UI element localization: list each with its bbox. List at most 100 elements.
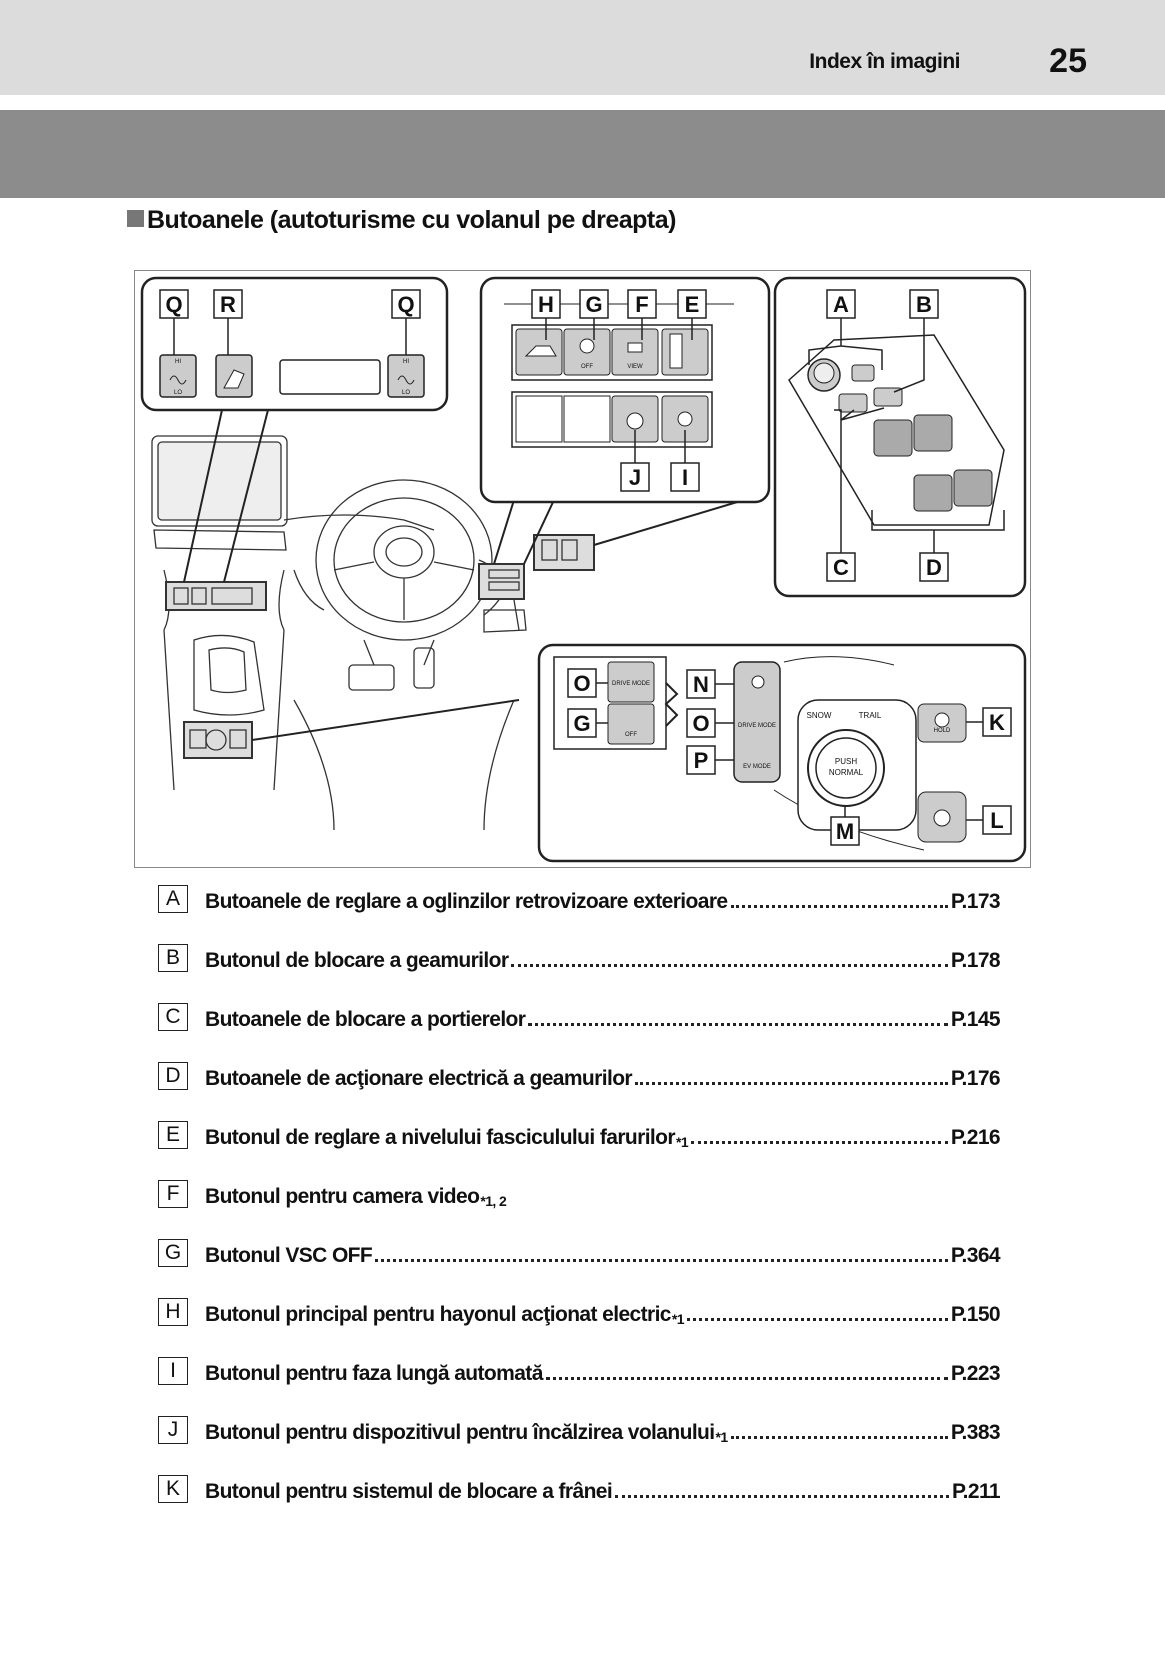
callout-g-console: G	[573, 711, 590, 736]
page-reference[interactable]: P.178	[950, 949, 1001, 972]
switch-label-vsc-off: OFF	[581, 364, 593, 370]
footnote-marker: *1	[715, 1429, 729, 1445]
section-title-text: Butoanele (autoturisme cu volanul pe dre…	[147, 206, 676, 234]
switch-label-view: VIEW	[627, 364, 643, 370]
callout-h: H	[538, 292, 554, 317]
page-reference[interactable]: P.211	[951, 1480, 1001, 1503]
item-letter: H	[158, 1298, 188, 1326]
page-reference[interactable]: P.383	[950, 1421, 1001, 1444]
item-label: Butonul pentru camera video	[205, 1185, 480, 1208]
switch-label-hold: HOLD	[934, 728, 951, 734]
page-reference[interactable]: P.150	[950, 1303, 1001, 1326]
header-title: Index în imagini	[809, 50, 960, 73]
item-label: Butonul principal pentru hayonul acţiona…	[205, 1303, 671, 1326]
page-reference[interactable]: P.364	[950, 1244, 1001, 1267]
dial-label-snow: SNOW	[807, 711, 832, 720]
switch-label-hi-left: HI	[175, 359, 181, 365]
list-item: H Butonul principal pentru hayonul acţio…	[158, 1297, 1001, 1327]
switch-label-vsc-off-console: OFF	[625, 732, 637, 738]
switch-label-lo-left: LO	[174, 390, 182, 396]
callout-q-left: Q	[165, 292, 182, 317]
callout-c: C	[833, 555, 849, 580]
callout-b: B	[916, 292, 932, 317]
dial-label-trail: TRAIL	[859, 711, 882, 720]
callout-j: J	[629, 465, 641, 490]
item-letter: F	[158, 1180, 188, 1208]
switch-label-drive-mode-right: DRIVE MODE	[738, 723, 776, 729]
footnote-marker: *1, 2	[480, 1193, 507, 1209]
dot-leader	[545, 1377, 948, 1380]
item-letter: A	[158, 885, 188, 913]
dot-leader	[635, 1082, 948, 1085]
item-label: Butonul de blocare a geamurilor	[205, 949, 509, 972]
switch-label-ev-mode: EV MODE	[743, 764, 771, 770]
item-letter: G	[158, 1239, 188, 1267]
dashboard-line-art	[151, 435, 595, 831]
item-letter: B	[158, 944, 188, 972]
panel-center-switches	[479, 276, 771, 504]
list-item: A Butoanele de reglare a oglinzilor retr…	[158, 884, 1001, 914]
panel-door-switches	[773, 276, 1027, 598]
item-letter: C	[158, 1003, 188, 1031]
section-band	[0, 110, 1165, 198]
list-item: F Butonul pentru camera video*1, 2	[158, 1179, 1000, 1209]
panel-console-switches	[537, 643, 1027, 863]
callout-o-right: O	[692, 711, 709, 736]
footnote-marker: *1	[675, 1134, 689, 1150]
item-label: Butonul pentru dispozitivul pentru încăl…	[205, 1421, 715, 1444]
list-item: B Butonul de blocare a geamurilor P.178	[158, 943, 1001, 973]
square-bullet-icon	[127, 210, 144, 227]
item-label: Butoanele de acţionare electrică a geamu…	[205, 1067, 633, 1090]
dot-leader	[691, 1141, 948, 1144]
list-item: G Butonul VSC OFF P.364	[158, 1238, 1001, 1268]
callout-f: F	[635, 292, 648, 317]
callout-l: L	[990, 808, 1003, 833]
page-reference[interactable]: P.223	[950, 1362, 1001, 1385]
callout-r: R	[220, 292, 236, 317]
item-label: Butonul de reglare a nivelului fasciculu…	[205, 1126, 676, 1149]
dashboard-illustration: Q R Q HI LO HI LO H	[134, 270, 1031, 868]
item-letter: D	[158, 1062, 188, 1090]
callout-o-left: O	[573, 671, 590, 696]
page-reference[interactable]: P.176	[950, 1067, 1001, 1090]
list-item: I Butonul pentru faza lungă automată P.22…	[158, 1356, 1001, 1386]
callout-n: N	[693, 672, 709, 697]
item-label: Butonul VSC OFF	[205, 1244, 373, 1267]
callout-p: P	[694, 748, 709, 773]
panel-seat-heater	[140, 276, 449, 412]
dot-leader	[511, 964, 948, 967]
dot-leader	[528, 1023, 948, 1026]
dot-leader	[686, 1318, 948, 1321]
item-label: Butonul pentru faza lungă automată	[205, 1362, 543, 1385]
page-reference[interactable]: P.145	[950, 1008, 1001, 1031]
callout-i: I	[682, 465, 688, 490]
item-letter: I	[158, 1357, 188, 1385]
list-item: E Butonul de reglare a nivelului fascicu…	[158, 1120, 1001, 1150]
item-label: Butonul pentru sistemul de blocare a frâ…	[205, 1480, 613, 1503]
list-item: K Butonul pentru sistemul de blocare a f…	[158, 1474, 1001, 1504]
dot-leader	[375, 1259, 948, 1262]
callout-a: A	[833, 292, 849, 317]
item-label: Butoanele de blocare a portierelor	[205, 1008, 526, 1031]
dial-label-push: PUSH	[835, 757, 857, 766]
dot-leader	[730, 905, 948, 908]
callout-d: D	[926, 555, 942, 580]
list-item: C Butoanele de blocare a portierelor P.14…	[158, 1002, 1001, 1032]
switch-label-hi-right: HI	[403, 359, 409, 365]
item-letter: J	[158, 1416, 188, 1444]
list-item: D Butoanele de acţionare electrică a gea…	[158, 1061, 1001, 1091]
header-band	[0, 0, 1165, 95]
item-letter: E	[158, 1121, 188, 1149]
list-item: J Butonul pentru dispozitivul pentru înc…	[158, 1415, 1001, 1445]
page-reference[interactable]: P.173	[950, 890, 1001, 913]
switch-label-lo-right: LO	[402, 390, 410, 396]
callout-q-right: Q	[397, 292, 414, 317]
footnote-marker: *1	[671, 1311, 685, 1327]
item-letter: K	[158, 1475, 188, 1503]
callout-m: M	[836, 819, 854, 844]
dot-leader	[730, 1436, 948, 1439]
dial-label-normal: NORMAL	[829, 768, 864, 777]
switch-label-drive-mode-left: DRIVE MODE	[612, 681, 650, 687]
page-reference[interactable]: P.216	[950, 1126, 1001, 1149]
section-title: Butoanele (autoturisme cu volanul pe dre…	[127, 206, 676, 235]
